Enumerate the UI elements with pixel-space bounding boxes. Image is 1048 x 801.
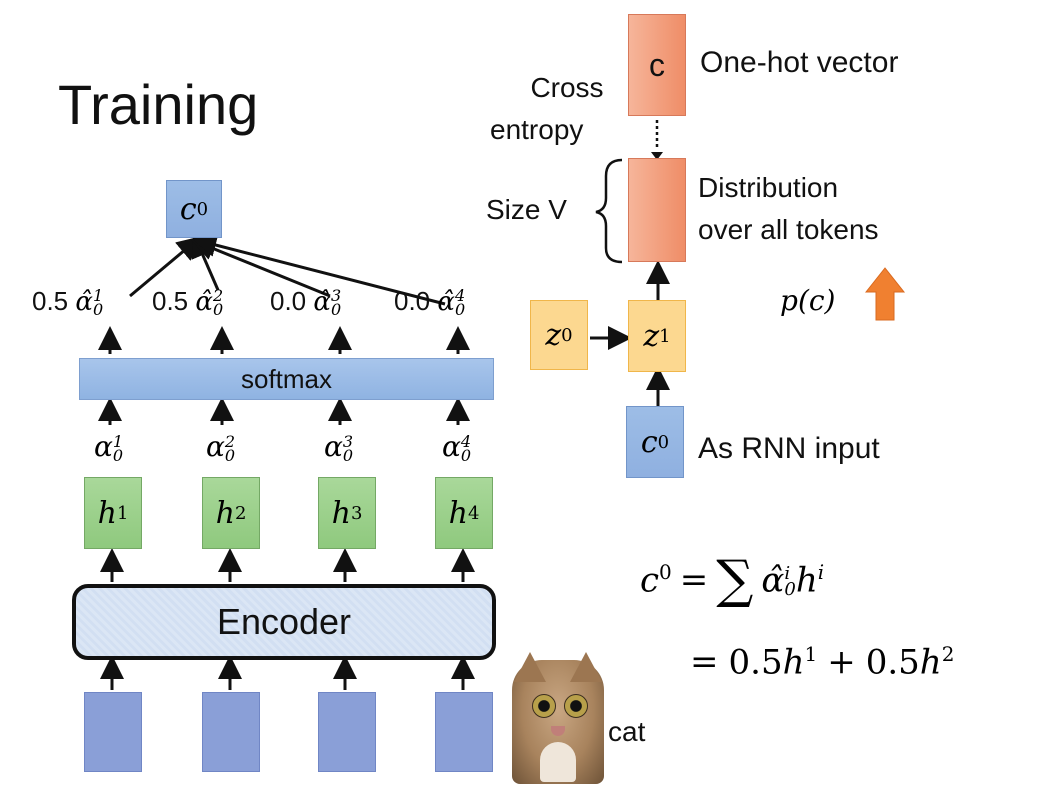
encoder-label: Encoder bbox=[216, 601, 352, 642]
slide-title: Training bbox=[58, 73, 259, 136]
attn-line-3 bbox=[190, 237, 331, 298]
input-patch-2 bbox=[202, 692, 260, 772]
attn-line-1 bbox=[129, 236, 202, 298]
one-hot-label: One-hot vector bbox=[700, 46, 899, 79]
cat-ear-right bbox=[570, 652, 602, 682]
input-patch-3 bbox=[318, 692, 376, 772]
one-hot-target-box: c bbox=[628, 14, 686, 116]
size-v-label: Size V bbox=[486, 194, 567, 225]
cross-entropy-line1: Cross bbox=[530, 72, 604, 103]
encoder-block: Encoder bbox=[72, 584, 496, 660]
up-arrow-icon bbox=[864, 267, 906, 321]
size-brace bbox=[595, 158, 623, 264]
cat-ear-left bbox=[514, 652, 546, 682]
cross-entropy-line2: entropy bbox=[490, 114, 584, 145]
distribution-box bbox=[628, 158, 686, 262]
input-patch-4 bbox=[435, 692, 493, 772]
distribution-line1: Distribution bbox=[698, 172, 839, 203]
softmax-label: softmax bbox=[240, 363, 333, 394]
rnn-input-label: As RNN input bbox=[698, 432, 880, 465]
context-equation-line2: = 0.5h1 + 0.5h2 bbox=[690, 642, 955, 683]
attn-line-4 bbox=[192, 233, 446, 306]
cat-image bbox=[512, 652, 604, 784]
probability-label: p(c) bbox=[780, 284, 836, 317]
distribution-line2: over all tokens bbox=[698, 214, 879, 245]
cat-label: cat bbox=[608, 716, 646, 747]
softmax-layer: softmax bbox=[79, 358, 494, 400]
input-patch-1 bbox=[84, 692, 142, 772]
